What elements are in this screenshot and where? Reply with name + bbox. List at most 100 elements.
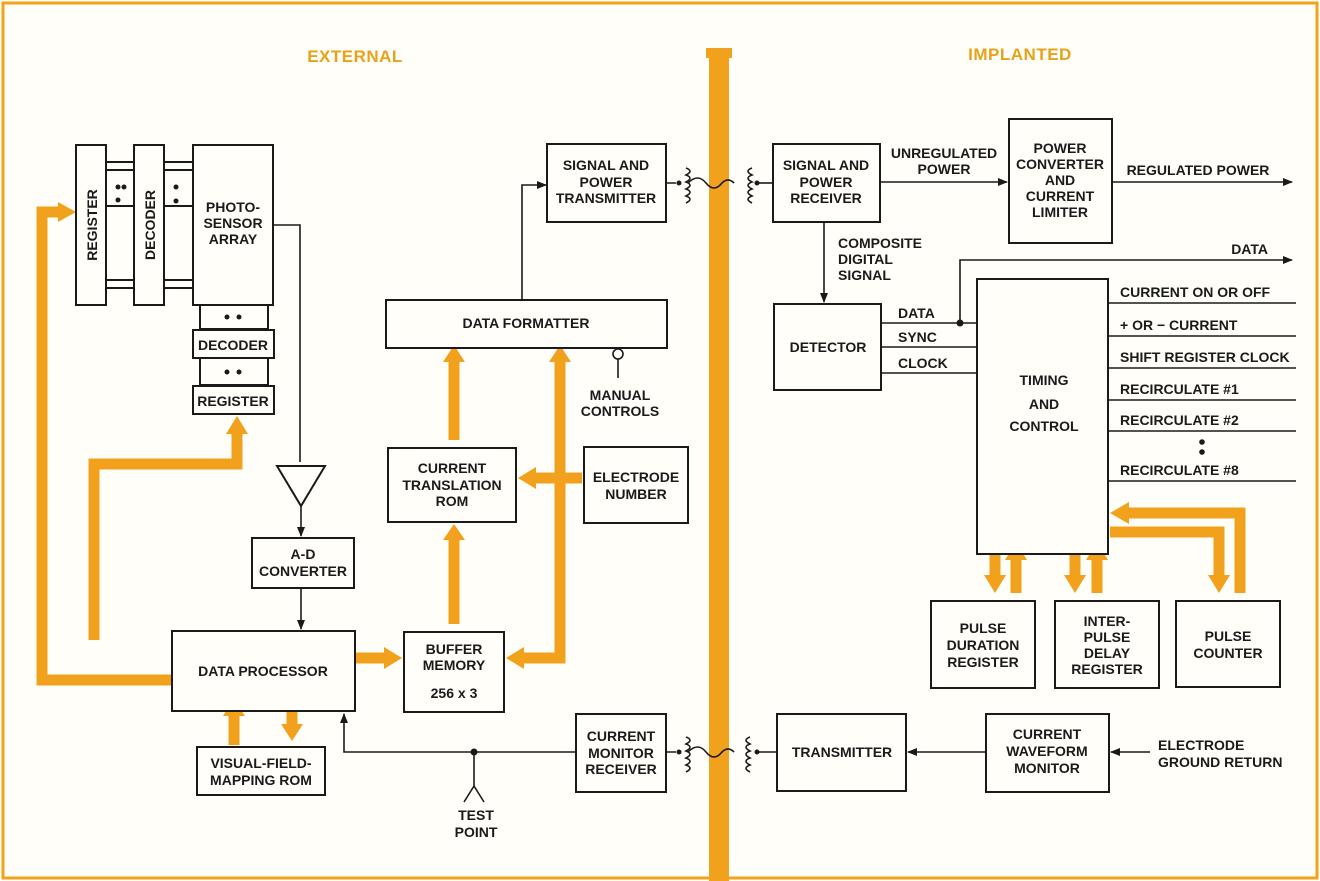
- register-block: [75, 144, 107, 306]
- svg-text:AND: AND: [1029, 396, 1059, 412]
- svg-text:REGISTER: REGISTER: [197, 393, 269, 409]
- detector-data-label: DATA: [898, 305, 935, 321]
- svg-text:PULSE: PULSE: [960, 620, 1007, 636]
- svg-text:CURRENT: CURRENT: [418, 460, 487, 476]
- pulse-counter: [1175, 600, 1281, 688]
- inter-pulse-delay-register: [1054, 600, 1160, 689]
- svg-text:SIGNAL AND: SIGNAL AND: [563, 157, 649, 173]
- pulse-duration-register: [930, 600, 1036, 689]
- amplifier-triangle: [275, 465, 327, 508]
- visual-field-mapping-rom: [196, 746, 326, 796]
- data-out-label: DATA: [1231, 241, 1268, 257]
- svg-text:INTER-: INTER-: [1084, 613, 1131, 629]
- svg-text:CONTROL: CONTROL: [1009, 418, 1079, 434]
- svg-text:BUFFER: BUFFER: [426, 641, 483, 657]
- svg-text:PULSE: PULSE: [1205, 628, 1252, 644]
- svg-text:GROUND RETURN: GROUND RETURN: [1158, 754, 1282, 770]
- current-monitor-receiver: [575, 713, 667, 793]
- transmitter: [776, 713, 907, 792]
- svg-text:DURATION: DURATION: [947, 637, 1020, 653]
- svg-text:PHOTO-: PHOTO-: [206, 199, 261, 215]
- svg-text:POWER: POWER: [1034, 140, 1087, 156]
- current-translation-rom: [387, 447, 517, 523]
- svg-text:ARRAY: ARRAY: [209, 231, 258, 247]
- svg-text:REGISTER: REGISTER: [947, 654, 1019, 670]
- svg-text:REGISTER: REGISTER: [1071, 661, 1143, 677]
- svg-text:MEMORY: MEMORY: [423, 657, 486, 673]
- svg-text:NUMBER: NUMBER: [605, 486, 666, 502]
- svg-text:MAPPING ROM: MAPPING ROM: [210, 772, 312, 788]
- svg-text:CURRENT: CURRENT: [1013, 726, 1082, 742]
- inductive-coupling-bottom: [666, 736, 776, 773]
- detector-clock-label: CLOCK: [898, 355, 948, 371]
- manual-controls-label: MANUAL: [590, 387, 651, 403]
- svg-text:ELECTRODE: ELECTRODE: [593, 469, 679, 485]
- manual-control-knob: [612, 348, 624, 360]
- ad-converter: [251, 537, 355, 589]
- svg-text:MONITOR: MONITOR: [1014, 760, 1080, 776]
- regulated-power-label: REGULATED POWER: [1127, 162, 1270, 178]
- svg-text:POINT: POINT: [455, 824, 498, 840]
- skin-barrier: [709, 48, 729, 881]
- svg-text:PULSE: PULSE: [1084, 629, 1131, 645]
- decoder-block-label: DECODER: [142, 190, 158, 260]
- power-converter: [1008, 118, 1113, 244]
- decoder-block: [133, 144, 165, 306]
- output-recirculate-1: RECIRCULATE #1: [1120, 381, 1239, 397]
- svg-text:DETECTOR: DETECTOR: [790, 339, 867, 355]
- register-small: [192, 385, 275, 415]
- svg-text:RECEIVER: RECEIVER: [790, 190, 862, 206]
- svg-text:CURRENT: CURRENT: [1026, 188, 1095, 204]
- svg-text:TRANSMITTER: TRANSMITTER: [792, 744, 892, 760]
- svg-text:POWER: POWER: [800, 174, 853, 190]
- detector: [773, 303, 882, 391]
- svg-text:TRANSMITTER: TRANSMITTER: [556, 190, 656, 206]
- svg-text:CONVERTER: CONVERTER: [1016, 156, 1104, 172]
- svg-text:RECEIVER: RECEIVER: [585, 761, 657, 777]
- svg-text:DECODER: DECODER: [198, 337, 268, 353]
- unregulated-power-label: UNREGULATED: [891, 145, 997, 161]
- timing-outputs: [1108, 302, 1296, 482]
- output-recirculate-2: RECIRCULATE #2: [1120, 412, 1239, 428]
- output-recirculate-8: RECIRCULATE #8: [1120, 462, 1239, 478]
- svg-text:AND: AND: [1045, 172, 1075, 188]
- svg-text:DATA FORMATTER: DATA FORMATTER: [462, 315, 589, 331]
- data-processor: [171, 630, 356, 712]
- data-formatter: [385, 299, 668, 349]
- svg-text:256 x 3: 256 x 3: [431, 685, 478, 701]
- svg-text:SIGNAL AND: SIGNAL AND: [783, 157, 869, 173]
- svg-text:CONVERTER: CONVERTER: [259, 563, 347, 579]
- signal-power-transmitter: [546, 143, 667, 223]
- svg-text:POWER: POWER: [580, 174, 633, 190]
- svg-text:A-D: A-D: [291, 546, 316, 562]
- svg-text:ROM: ROM: [436, 493, 469, 509]
- register-block-label: REGISTER: [84, 189, 100, 261]
- output-shift-register-clock: SHIFT REGISTER CLOCK: [1120, 349, 1290, 365]
- timing-and-control: [976, 278, 1109, 555]
- header-implanted: IMPLANTED: [968, 45, 1072, 64]
- inductive-coupling-top: [666, 167, 772, 204]
- electrode-ground-label: ELECTRODE: [1158, 737, 1244, 753]
- svg-text:SENSOR: SENSOR: [203, 215, 262, 231]
- svg-text:DELAY: DELAY: [1084, 645, 1131, 661]
- svg-text:LIMITER: LIMITER: [1032, 204, 1088, 220]
- svg-text:MONITOR: MONITOR: [588, 745, 654, 761]
- output-current-on-off: CURRENT ON OR OFF: [1120, 284, 1271, 300]
- svg-text:COUNTER: COUNTER: [1193, 645, 1262, 661]
- svg-text:POWER: POWER: [918, 161, 971, 177]
- svg-text:CURRENT: CURRENT: [587, 728, 656, 744]
- svg-text:TIMING: TIMING: [1020, 372, 1069, 388]
- electrode-number: [583, 446, 689, 524]
- detector-sync-label: SYNC: [898, 329, 937, 345]
- svg-text:DATA PROCESSOR: DATA PROCESSOR: [198, 663, 328, 679]
- current-waveform-monitor: [985, 713, 1110, 793]
- svg-text:TRANSLATION: TRANSLATION: [402, 477, 501, 493]
- signal-power-receiver: [772, 143, 881, 223]
- test-point-label: TEST: [458, 807, 494, 823]
- svg-text:CONTROLS: CONTROLS: [581, 403, 660, 419]
- header-external: EXTERNAL: [307, 47, 403, 66]
- svg-text:WAVEFORM: WAVEFORM: [1006, 743, 1087, 759]
